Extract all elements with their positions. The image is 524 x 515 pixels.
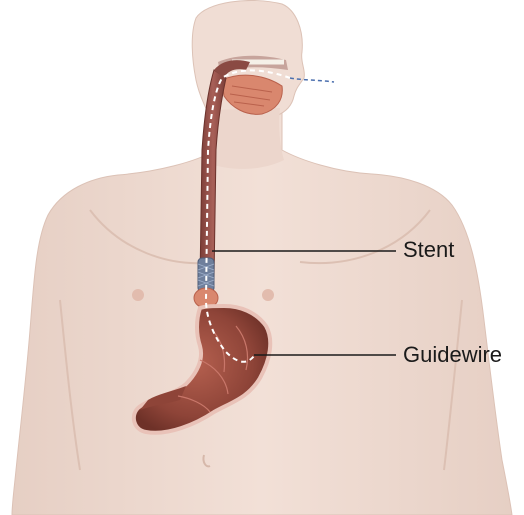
stent-label: Stent [403, 239, 454, 261]
nipple-right [262, 289, 274, 301]
neck [210, 108, 284, 169]
guidewire-label: Guidewire [403, 344, 502, 366]
nipple-left [132, 289, 144, 301]
torso [12, 110, 512, 515]
